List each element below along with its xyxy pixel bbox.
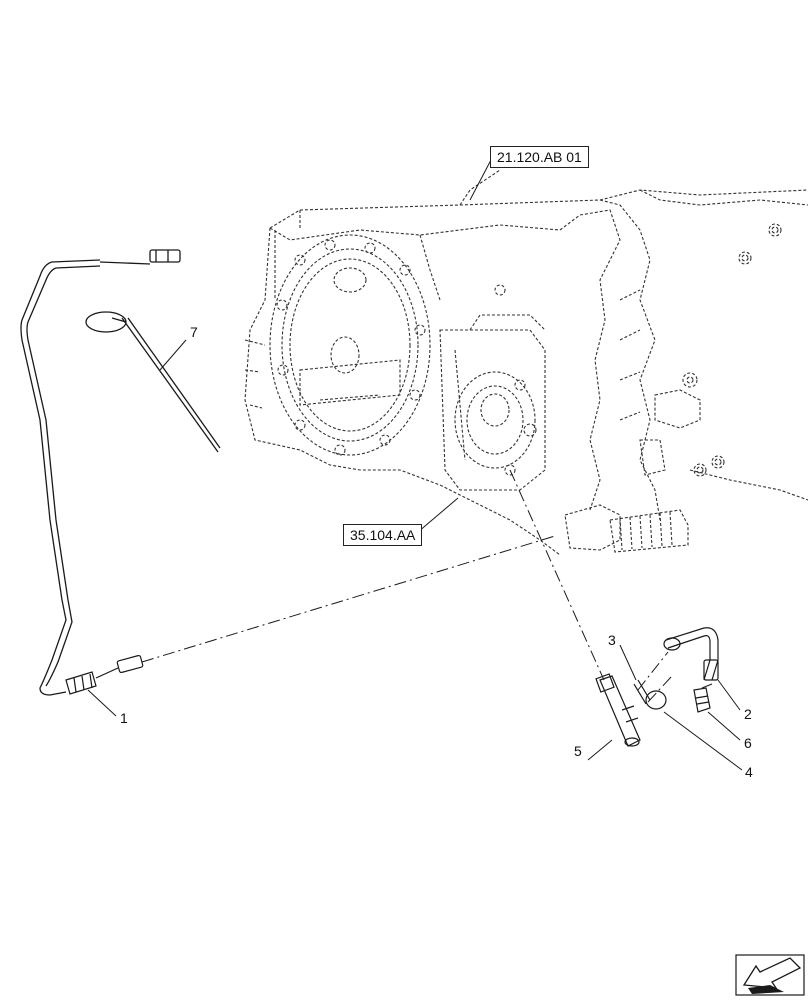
callout-leaders [87,339,743,771]
parts-cluster [595,627,719,747]
callout-3[interactable]: 3 [608,632,616,648]
callout-6[interactable]: 6 [744,735,752,751]
part-7-dipstick [85,311,221,453]
reference-box-transmission[interactable]: 21.120.AB 01 [490,146,589,168]
assembly-centerlines [141,469,713,703]
arrow-left-down-icon [735,954,805,996]
reference-leaders [417,157,493,533]
corner-mark: · [2,0,5,5]
callout-1[interactable]: 1 [120,710,128,726]
callout-4[interactable]: 4 [745,764,753,780]
callout-7[interactable]: 7 [190,324,198,340]
callout-2[interactable]: 2 [744,706,752,722]
reference-box-pump[interactable]: 35.104.AA [343,524,423,546]
callout-5[interactable]: 5 [574,743,582,759]
transmission-housing-ghost [244,169,808,556]
part-1-fitting [65,654,144,695]
part-1-tube [20,249,181,696]
